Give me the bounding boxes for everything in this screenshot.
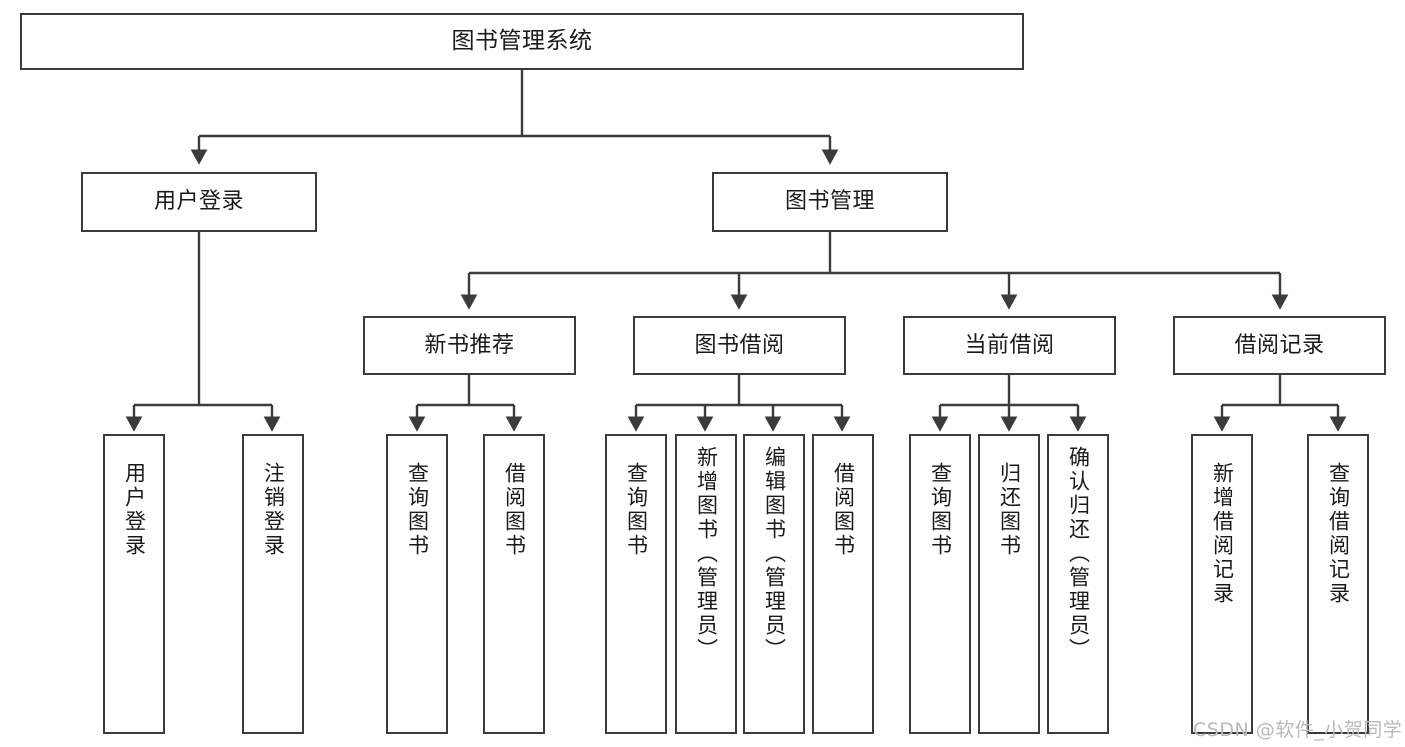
node-label: 查询图书 [405,462,430,558]
leaf-user-login[interactable]: 用户登录 [103,434,165,734]
leaf-query-book-recommend[interactable]: 查询图书 [386,434,448,734]
leaf-add-borrow-record[interactable]: 新增借阅记录 [1191,434,1253,734]
csdn-watermark: CSDN @软件_小贺同学 [1193,719,1403,741]
node-root-system[interactable]: 图书管理系统 [20,13,1024,70]
node-current-borrow[interactable]: 当前借阅 [903,316,1116,375]
leaf-confirm-return-admin[interactable]: 确认归还（管理员） [1047,434,1109,734]
node-label: 查询图书 [624,462,649,558]
node-label: 图书管理 [784,189,875,215]
leaf-add-book-admin[interactable]: 新增图书（管理员） [675,434,737,734]
node-book-borrow[interactable]: 图书借阅 [633,316,846,375]
leaf-query-book-current[interactable]: 查询图书 [909,434,971,734]
node-label: 新增借阅记录 [1210,462,1235,606]
node-label: 借阅记录 [1234,332,1325,358]
node-new-book-recommend[interactable]: 新书推荐 [363,316,576,375]
node-label: 借阅图书 [502,462,527,558]
node-label: 确认归还（管理员） [1066,446,1091,662]
node-label: 用户登录 [122,462,147,558]
node-label: 借阅图书 [831,462,856,558]
node-label: 注销登录 [261,462,286,558]
node-label: 归还图书 [997,462,1022,558]
leaf-borrow-book-recommend[interactable]: 借阅图书 [483,434,545,734]
node-label: 用户登录 [153,189,244,215]
node-label: 新增图书（管理员） [694,446,719,662]
leaf-query-book-borrow[interactable]: 查询图书 [605,434,667,734]
leaf-query-borrow-record[interactable]: 查询借阅记录 [1307,434,1369,734]
leaf-return-book[interactable]: 归还图书 [978,434,1040,734]
leaf-borrow-book[interactable]: 借阅图书 [812,434,874,734]
node-label: 编辑图书（管理员） [762,446,787,662]
node-borrow-record[interactable]: 借阅记录 [1173,316,1386,375]
node-book-management[interactable]: 图书管理 [712,172,948,232]
node-label: 新书推荐 [424,332,515,358]
node-label: 查询借阅记录 [1326,462,1351,606]
node-label: 图书管理系统 [451,27,593,54]
node-label: 当前借阅 [964,332,1055,358]
node-user-login[interactable]: 用户登录 [81,172,317,232]
node-label: 查询图书 [928,462,953,558]
leaf-edit-book-admin[interactable]: 编辑图书（管理员） [743,434,805,734]
node-label: 图书借阅 [694,332,785,358]
leaf-user-logout[interactable]: 注销登录 [242,434,304,734]
